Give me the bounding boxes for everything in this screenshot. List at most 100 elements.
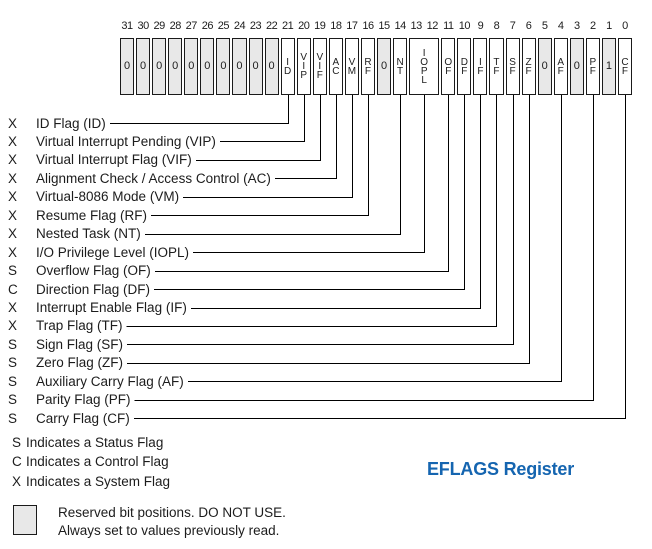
flag-label-id: X ID Flag (ID): [8, 114, 106, 132]
bit-number-22: 22: [265, 20, 278, 32]
bit-number-17: 17: [346, 20, 358, 32]
flag-label-text: ID Flag (ID): [36, 115, 106, 131]
connector-zf: [127, 95, 530, 364]
cell-label: 0: [380, 60, 388, 72]
bit-number-4: 4: [557, 20, 564, 32]
bit-number-3: 3: [573, 20, 580, 32]
reserved-note-line2: Always set to values previously read.: [58, 522, 280, 538]
flag-type-letter: S: [8, 392, 18, 408]
flag-label-text: Alignment Check / Access Control (AC): [36, 170, 271, 186]
cell-reserved-bit-25: 0: [216, 38, 231, 95]
bit-number-2: 2: [590, 20, 596, 32]
flag-type-letter: X: [8, 318, 18, 334]
flag-type-letter: X: [8, 244, 18, 260]
cell-label: 0: [140, 60, 147, 72]
flag-label-text: Virtual Interrupt Pending (VIP): [36, 133, 216, 149]
flag-label-vip: X Virtual Interrupt Pending (VIP): [8, 132, 216, 150]
flag-type-letter: X: [8, 115, 18, 131]
flag-label-text: Direction Flag (DF): [36, 281, 151, 297]
cell-label: 1: [605, 60, 612, 72]
bit-number-7: 7: [509, 20, 516, 32]
reserved-note: Reserved bit positions. DO NOT USE. Alwa…: [58, 504, 286, 539]
flag-label-text: Virtual-8086 Mode (VM): [36, 189, 180, 205]
legend-type-letter: X: [12, 473, 22, 489]
bit-number-15: 15: [378, 20, 390, 32]
flag-type-letter: C: [8, 281, 18, 297]
bit-number-31: 31: [121, 20, 133, 32]
legend-text: Indicates a System Flag: [26, 473, 171, 489]
cell-reserved-bit-3: 0: [569, 38, 584, 95]
flag-label-if: X Interrupt Enable Flag (IF): [8, 299, 187, 317]
bit-number-30: 30: [137, 20, 149, 32]
connector-af: [187, 95, 562, 382]
cell-label: 0: [172, 60, 179, 72]
flag-label-text: Sign Flag (SF): [36, 336, 124, 352]
bit-number-14: 14: [394, 20, 406, 32]
connector-id: [109, 95, 289, 124]
flag-type-letter: X: [8, 226, 18, 242]
flag-type-letter: X: [8, 300, 18, 315]
bit-number-24: 24: [233, 20, 246, 32]
flag-label-text: Resume Flag (RF): [36, 207, 148, 223]
bit-number-1: 1: [606, 20, 612, 32]
cell-label: 0: [204, 60, 211, 72]
bit-number-27: 27: [185, 20, 198, 32]
connector-sf: [127, 95, 514, 345]
cell-reserved-bit-26: 0: [200, 38, 215, 95]
cell-label: 0: [541, 60, 548, 72]
legend-text: Indicates a Control Flag: [26, 454, 169, 469]
connector-cf: [133, 95, 626, 419]
cell-reserved-bit-1: 1: [601, 38, 616, 95]
reserved-swatch: [13, 505, 37, 535]
cell-reserved-bit-15: 0: [377, 38, 392, 95]
cell-reserved-bit-30: 0: [136, 38, 151, 95]
cell-reserved-bit-27: 0: [184, 38, 199, 95]
connector-tf: [126, 95, 497, 327]
connector-vif: [195, 95, 321, 161]
flag-type-letter: X: [8, 189, 18, 205]
legend-text: Indicates a Status Flag: [26, 434, 164, 450]
flag-label-text: Zero Flag (ZF): [36, 355, 124, 371]
bit-number-12: 12: [426, 20, 439, 32]
flag-type-letter: X: [8, 133, 18, 149]
cell-reserved-bit-31: 0: [120, 38, 135, 95]
flag-type-letter: S: [8, 373, 18, 389]
bit-number-20: 20: [298, 20, 310, 32]
connector-df: [154, 95, 465, 290]
flag-label-text: Auxiliary Carry Flag (AF): [36, 373, 184, 389]
flag-label-text: Interrupt Enable Flag (IF): [36, 300, 187, 315]
bit-number-28: 28: [169, 20, 182, 32]
bit-number-21: 21: [282, 20, 294, 32]
bit-number-25: 25: [217, 20, 230, 32]
